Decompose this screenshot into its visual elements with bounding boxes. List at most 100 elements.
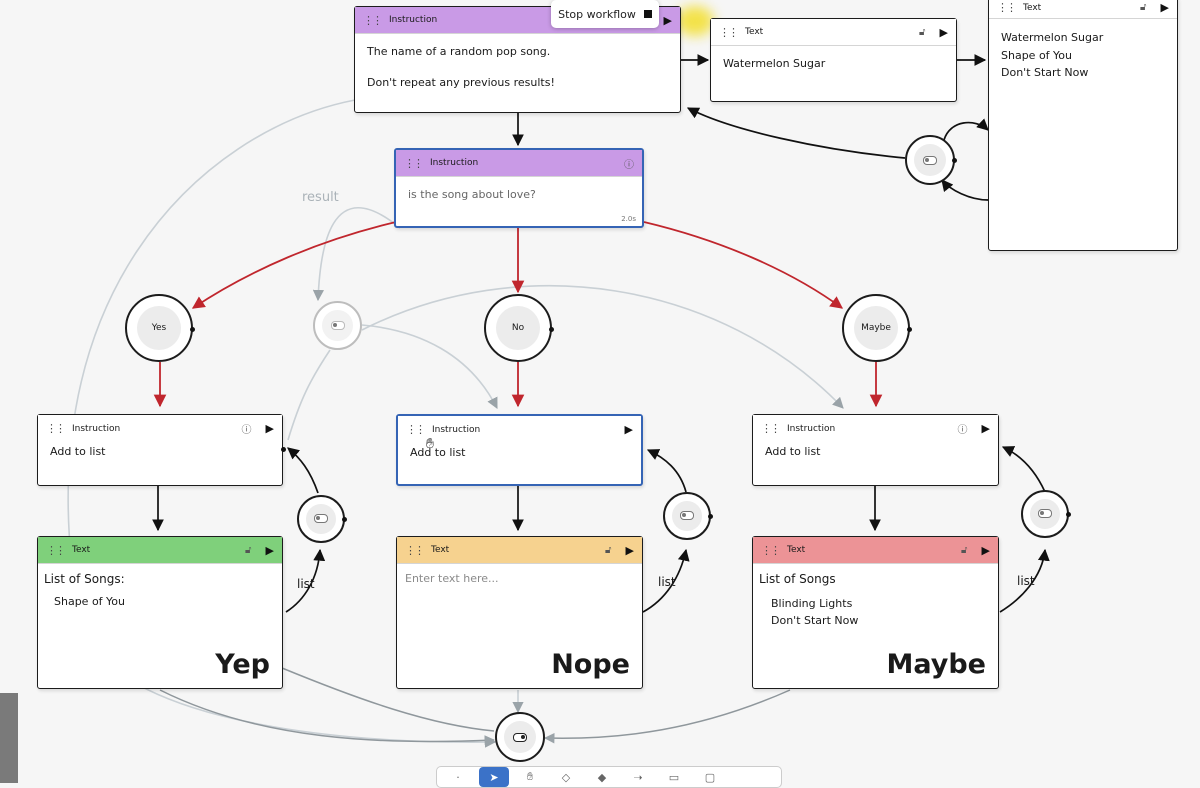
highlight-marker [676, 6, 714, 36]
node-body[interactable]: Add to list [50, 445, 106, 458]
yes-branch-node[interactable]: Yes [125, 294, 195, 362]
loop-toggle-node[interactable] [905, 135, 957, 185]
yes-loop-toggle-node[interactable] [297, 495, 347, 543]
drag-handle-icon[interactable]: ⋮⋮ [761, 422, 781, 435]
stop-workflow-button[interactable]: Stop workflow [551, 0, 659, 28]
toggle-icon-wrap [913, 143, 947, 177]
drag-handle-icon[interactable]: ⋮⋮ [761, 543, 781, 557]
lock-icon[interactable]: 🔓︎ [961, 544, 968, 556]
play-icon[interactable]: ▶ [1160, 1, 1169, 14]
play-icon[interactable]: ▶ [939, 25, 948, 39]
toggle-icon[interactable] [1037, 509, 1052, 519]
text-value[interactable]: Watermelon Sugar [723, 57, 826, 70]
list-edge-label: list [297, 577, 315, 591]
hand-cursor-icon: ✋︎ [426, 436, 434, 452]
left-panel-edge[interactable] [0, 693, 18, 783]
merge-toggle-node[interactable] [495, 712, 545, 762]
text-input-placeholder[interactable]: Enter text here... [405, 572, 499, 585]
edge-loop-lower [941, 179, 989, 201]
maybe-loop-toggle-node[interactable] [1021, 490, 1071, 538]
shape-tool-icon[interactable]: ◇ [561, 770, 571, 784]
big-label: Yep [215, 649, 270, 680]
drag-handle-icon[interactable]: ⋮⋮ [405, 543, 425, 557]
maybe-branch-node[interactable]: Maybe [842, 294, 912, 362]
drag-handle-icon[interactable]: ⋮⋮ [46, 422, 66, 435]
arrow-tool-icon[interactable]: ➝ [633, 770, 643, 784]
edge-maybe-loop-up [1001, 446, 1046, 493]
list-edge-label: list [658, 575, 676, 589]
question-instruction-node[interactable]: ⋮⋮ Instruction ⓘ is the song about love?… [394, 148, 644, 228]
maybe-list-text-node[interactable]: ⋮⋮ Text 🔓︎ ▶ List of Songs Blinding Ligh… [752, 536, 999, 689]
node-header[interactable]: ⋮⋮ Text 🔓︎ ▶ [753, 537, 998, 564]
play-icon[interactable]: ▶ [663, 13, 672, 27]
no-list-text-node[interactable]: ⋮⋮ Text 🔓︎ ▶ Enter text here... Nope [396, 536, 643, 689]
play-icon[interactable]: ▶ [265, 422, 274, 435]
text-tool-icon[interactable]: ▭ [668, 770, 680, 784]
play-icon[interactable]: ▶ [625, 543, 634, 557]
lock-icon[interactable]: 🔓︎ [919, 26, 926, 38]
lock-icon[interactable]: 🔓︎ [1140, 2, 1147, 13]
branch-label: Maybe [853, 305, 899, 351]
current-text-node[interactable]: ⋮⋮ Text 🔓︎ ▶ Watermelon Sugar [710, 18, 957, 102]
no-branch-node[interactable]: No [484, 294, 554, 362]
branch-label: No [495, 305, 541, 351]
help-icon[interactable]: ⓘ [957, 425, 968, 436]
toggle-icon[interactable] [679, 511, 694, 521]
diamond-tool-icon[interactable]: ◆ [597, 770, 607, 784]
no-loop-toggle-node[interactable] [663, 492, 713, 540]
node-header[interactable]: ⋮⋮ Instruction ⓘ ▶ [753, 415, 998, 442]
node-header[interactable]: ⋮⋮ Text 🔓︎ ▶ [989, 0, 1177, 19]
help-icon[interactable]: ⓘ [241, 425, 252, 436]
history-text-node[interactable]: ⋮⋮ Text 🔓︎ ▶ Watermelon Sugar Shape of Y… [988, 0, 1178, 251]
play-icon[interactable]: ▶ [981, 543, 990, 557]
toggle-icon[interactable] [923, 155, 937, 165]
help-icon[interactable]: ⓘ [624, 159, 634, 171]
instruction-line: Don't repeat any previous results! [367, 75, 555, 89]
node-header[interactable]: ⋮⋮ Instruction ⓘ [396, 150, 642, 177]
node-header[interactable]: ⋮⋮ Text 🔓︎ ▶ [711, 19, 956, 46]
list-item: Blinding Lights [771, 597, 853, 610]
canvas-toolbar[interactable]: · ➤ ✋︎ ◇ ◆ ➝ ▭ ▢ [436, 766, 782, 788]
list-title: List of Songs [759, 572, 836, 586]
question-prompt[interactable]: is the song about love? [408, 188, 536, 201]
frame-tool-icon[interactable]: ▢ [704, 770, 716, 784]
edge-loop-back [686, 107, 906, 159]
node-body[interactable]: Watermelon Sugar Shape of You Don't Star… [989, 19, 1177, 92]
node-header[interactable]: ⋮⋮ Instruction ▶ [398, 416, 641, 443]
node-body[interactable]: Add to list [410, 446, 466, 459]
drag-handle-icon[interactable]: ⋮⋮ [719, 25, 739, 39]
toggle-icon[interactable] [513, 732, 527, 742]
hand-tool-icon[interactable]: ✋︎ [526, 770, 534, 783]
node-body[interactable]: List of Songs: Shape of You [38, 564, 282, 617]
lock-icon[interactable]: 🔓︎ [245, 544, 252, 556]
tool-icon[interactable]: · [456, 770, 460, 784]
toggle-icon[interactable] [330, 321, 345, 330]
select-tool-icon[interactable]: ➤ [479, 767, 509, 787]
edge-q-to-yes [191, 221, 397, 309]
drag-handle-icon[interactable]: ⋮⋮ [363, 13, 383, 27]
play-icon[interactable]: ▶ [265, 543, 274, 557]
list-edge-label: list [1017, 574, 1035, 588]
history-item: Watermelon Sugar [1001, 31, 1104, 44]
play-icon[interactable]: ▶ [981, 422, 990, 435]
node-header[interactable]: ⋮⋮ Text 🔓︎ ▶ [38, 537, 282, 564]
toggle-icon[interactable] [313, 514, 328, 524]
node-body[interactable]: The name of a random pop song. Don't rep… [355, 34, 680, 101]
duration-label: 2.0s [621, 215, 636, 223]
branch-label: Yes [136, 305, 182, 351]
node-body[interactable]: Add to list [765, 445, 821, 458]
yes-list-text-node[interactable]: ⋮⋮ Text 🔓︎ ▶ List of Songs: Shape of You… [37, 536, 283, 689]
yes-add-instruction-node[interactable]: ⋮⋮ Instruction ⓘ ▶ Add to list [37, 414, 286, 486]
node-header[interactable]: ⋮⋮ Instruction ⓘ ▶ [38, 415, 282, 442]
node-header[interactable]: ⋮⋮ Text 🔓︎ ▶ [397, 537, 642, 564]
node-type-label: Instruction [430, 158, 479, 168]
lock-icon[interactable]: 🔓︎ [605, 544, 612, 556]
drag-handle-icon[interactable]: ⋮⋮ [997, 1, 1017, 14]
play-icon[interactable]: ▶ [624, 423, 633, 436]
maybe-add-instruction-node[interactable]: ⋮⋮ Instruction ⓘ ▶ Add to list [752, 414, 999, 486]
drag-handle-icon[interactable]: ⋮⋮ [406, 423, 426, 436]
drag-handle-icon[interactable]: ⋮⋮ [404, 156, 424, 170]
faded-toggle-node[interactable] [313, 301, 362, 350]
drag-handle-icon[interactable]: ⋮⋮ [46, 543, 66, 557]
node-body[interactable]: List of Songs Blinding Lights Don't Star… [753, 564, 998, 635]
